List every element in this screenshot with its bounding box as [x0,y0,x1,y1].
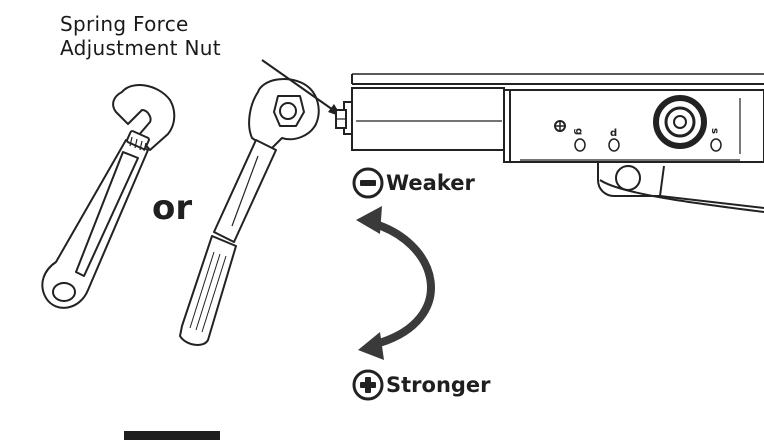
callout-line-2: Adjustment Nut [60,36,221,60]
curved-double-arrow [356,206,435,360]
spring-force-adjustment-nut [335,109,347,129]
callout-label: Spring Force Adjustment Nut [60,12,221,60]
housing-mark-g: g [573,128,584,135]
housing-mark-s: s [709,128,720,134]
adjustable-wrench-icon [41,84,176,309]
minus-circle-icon [352,167,384,199]
stronger-label: Stronger [386,373,491,397]
ratchet-wrench-icon [179,77,320,346]
housing-dial [554,95,722,152]
housing-mark-labels: g d s [573,128,720,139]
callout-line-1: Spring Force [60,12,189,36]
plus-circle-icon [352,369,384,401]
housing-mark-d: d [610,128,617,139]
bottom-black-bar [124,431,220,440]
weaker-label: Weaker [386,171,475,195]
tool-separator-or: or [152,188,193,228]
